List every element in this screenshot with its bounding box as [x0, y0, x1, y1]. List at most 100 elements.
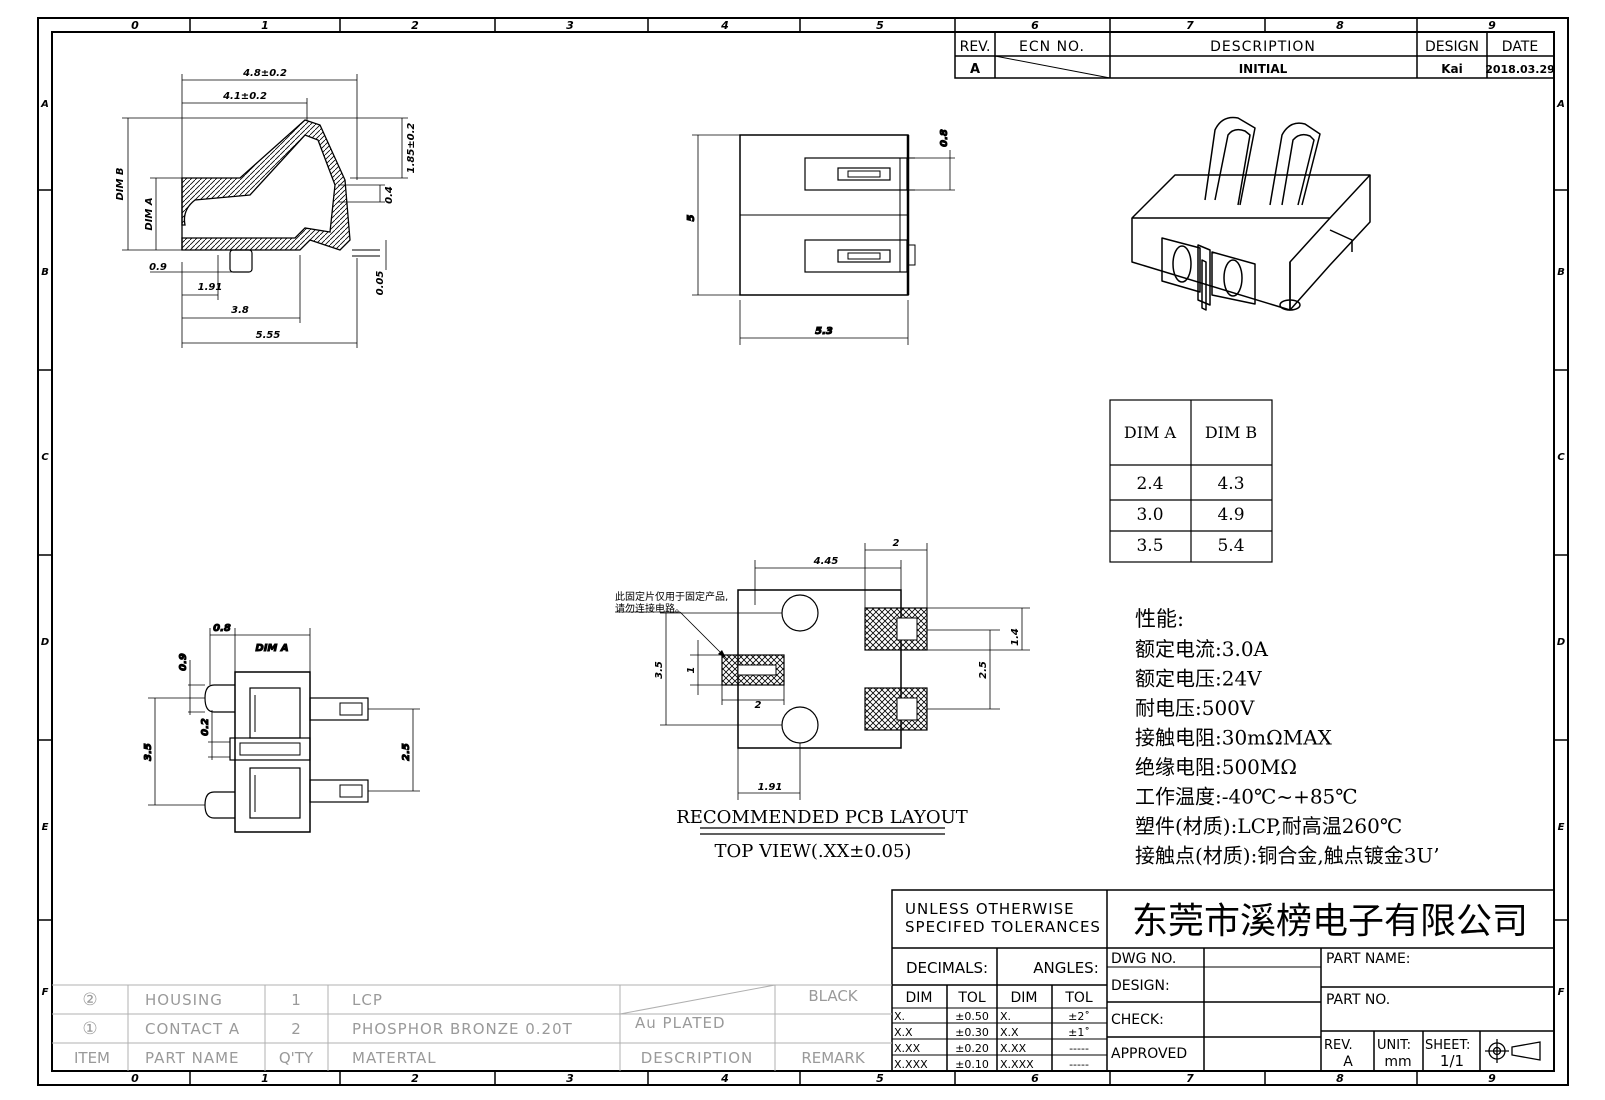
bom-part-name: HOUSING: [145, 991, 223, 1009]
pcb-note-line2: 请勿连接电路。: [615, 602, 685, 615]
row-label-right-C: C: [1557, 452, 1565, 463]
design-label: DESIGN:: [1111, 978, 1170, 994]
angle-tol: -----: [1069, 1042, 1089, 1055]
tol-label-1: TOL: [957, 990, 986, 1006]
tolerance-line2: SPECIFED TOLERANCES: [905, 918, 1101, 936]
spec-line: 接触电阻:30mΩMAX: [1135, 726, 1333, 750]
decimal-tol: ±0.20: [955, 1042, 989, 1055]
column-ticks: [38, 18, 1568, 1085]
design-value: Kai: [1441, 62, 1463, 76]
front-dim-1: DIM A: [255, 643, 288, 654]
decimal-dim: X.X: [894, 1026, 913, 1039]
dim-table-header-a: DIM A: [1124, 423, 1177, 442]
front-dim-4: 3.5: [143, 743, 154, 761]
bom-qty: 1: [291, 991, 301, 1009]
side-dim-2: 1.85±0.2: [406, 123, 417, 174]
column-label-4: 4: [720, 19, 729, 32]
bom-header-remark: REMARK: [801, 1049, 866, 1067]
pcb-dim-3: 2.5: [978, 661, 989, 679]
bom-material: PHOSPHOR BRONZE 0.20T: [352, 1020, 573, 1038]
angle-dim: X.: [1000, 1010, 1011, 1023]
column-label-bottom-4: 4: [720, 1072, 729, 1085]
date-header: DATE: [1502, 39, 1538, 55]
column-label-0: 0: [131, 19, 139, 32]
row-label-right-A: A: [1556, 99, 1565, 110]
design-header: DESIGN: [1425, 39, 1479, 55]
part-no-label: PART NO.: [1326, 992, 1390, 1008]
bom-item-no: ①: [82, 1019, 97, 1039]
bom-header-description: DESCRIPTION: [641, 1049, 754, 1067]
column-label-1: 1: [261, 19, 269, 32]
spec-line: 接触点(材质):铜合金,触点镀金3U’: [1135, 844, 1440, 868]
pcb-dim-0: 4.45: [813, 556, 839, 567]
dim-table-cell-b: 4.3: [1217, 474, 1244, 494]
dim-table-cell-a: 3.5: [1136, 536, 1163, 556]
pcb-dim-4: 3.5: [654, 661, 665, 679]
sheet-label: SHEET:: [1425, 1038, 1470, 1053]
row-label-D: D: [41, 637, 49, 648]
dim-table-cell-b: 5.4: [1217, 536, 1244, 556]
side-dim-1: 4.1±0.2: [222, 91, 267, 102]
dim-table-cell-b: 4.9: [1217, 505, 1244, 525]
column-label-5: 5: [876, 19, 884, 32]
side-dim-0: 4.8±0.2: [242, 68, 287, 79]
row-label-right-E: E: [1558, 822, 1565, 833]
part-name-label: PART NAME:: [1326, 951, 1411, 967]
row-label-right-F: F: [1558, 987, 1565, 998]
pcb-dim-1: 2: [893, 538, 900, 549]
bom-header-material: MATERTAL: [352, 1049, 437, 1067]
column-label-6: 6: [1031, 19, 1039, 32]
column-label-bottom-1: 1: [261, 1072, 269, 1085]
angle-dim: X.X: [1000, 1026, 1019, 1039]
pcb-note-line1: 此固定片仅用于固定产品,: [615, 590, 728, 603]
decimal-tol: ±0.10: [955, 1058, 989, 1071]
row-label-E: E: [42, 822, 49, 833]
description-header: DESCRIPTION: [1210, 39, 1316, 55]
row-label-right-B: B: [1557, 267, 1565, 278]
company-name: 东莞市溪榜电子有限公司: [1132, 901, 1528, 942]
projection-symbol-icon: [1485, 1039, 1541, 1063]
column-label-9: 9: [1488, 19, 1496, 32]
angles-label: ANGLES:: [1033, 959, 1099, 977]
side-dim-10: 0.05: [375, 271, 386, 296]
angle-tol: ±2˚: [1068, 1010, 1090, 1023]
column-label-7: 7: [1186, 19, 1194, 32]
unit-value: mm: [1384, 1054, 1411, 1070]
description-value: INITIAL: [1239, 62, 1288, 76]
column-label-bottom-9: 9: [1488, 1072, 1496, 1085]
decimal-tol: ±0.50: [955, 1010, 989, 1023]
rev-label: REV.: [1324, 1038, 1353, 1053]
front-dim-3: 0.2: [200, 718, 211, 736]
specs: 性能: 额定电流:3.0A额定电压:24V耐电压:500V接触电阻:30mΩMA…: [1135, 607, 1440, 868]
pcb-layout: 此固定片仅用于固定产品, 请勿连接电路。 RECOMMENDED PCB LAY…: [615, 538, 1030, 862]
top-dim-0: 0.8: [939, 129, 950, 147]
top-view: 0.855.3: [686, 129, 955, 345]
title-block: UNLESS OTHERWISE SPECIFED TOLERANCES 东莞市…: [891, 889, 1555, 1072]
side-dim-8: 3.8: [231, 305, 249, 316]
decimal-dim: X.XXX: [894, 1058, 928, 1071]
decimal-dim: X.XX: [894, 1042, 921, 1055]
decimal-tol: ±0.30: [955, 1026, 989, 1039]
side-dim-9: 5.55: [256, 330, 281, 341]
dim-table-header-b: DIM B: [1205, 423, 1257, 442]
dim-table-cell-a: 2.4: [1136, 474, 1163, 494]
unit-label: UNIT:: [1377, 1038, 1411, 1053]
rev-header: REV.: [960, 39, 991, 55]
tol-label-2: TOL: [1064, 990, 1093, 1006]
bom-header-item: ITEM: [74, 1049, 110, 1067]
bom-header-qty: Q'TY: [279, 1049, 314, 1067]
spec-line: 额定电压:24V: [1135, 667, 1262, 691]
column-label-bottom-8: 8: [1336, 1072, 1344, 1085]
row-label-F: F: [42, 987, 49, 998]
side-dim-7: 1.91: [198, 282, 223, 293]
top-dim-2: 5.3: [815, 326, 833, 337]
pcb-subcaption: TOP VIEW(.XX±0.05): [715, 841, 912, 862]
isometric-view: [1131, 116, 1371, 311]
rev-value-tb: A: [1343, 1054, 1353, 1070]
dim-label-2: DIM: [1011, 990, 1038, 1006]
